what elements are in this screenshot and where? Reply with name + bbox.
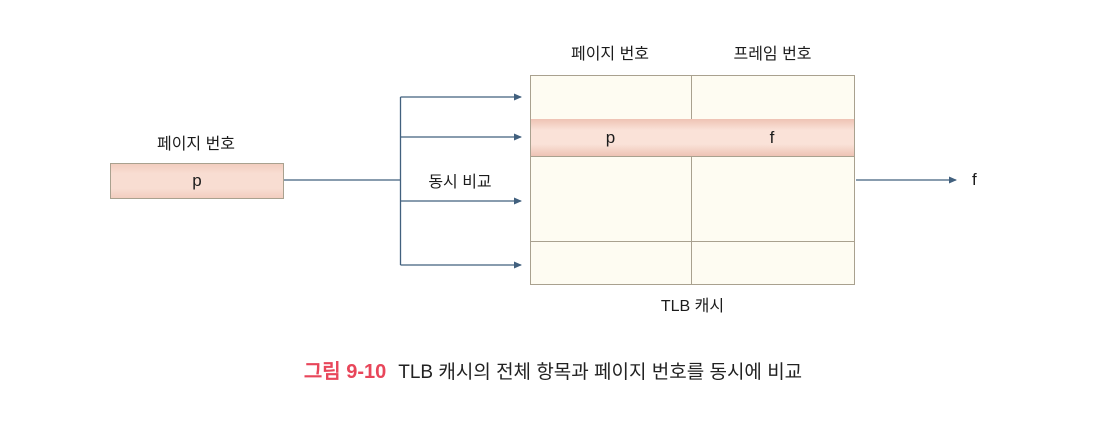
tlb-cache-label: TLB 캐시: [660, 298, 725, 315]
figure-caption: 그림 9-10 TLB 캐시의 전체 항목과 페이지 번호를 동시에 비교: [0, 355, 1106, 384]
matched-row: p f: [531, 119, 854, 156]
compare-label: 동시 비교: [428, 174, 492, 191]
table-row-line-2: [531, 156, 854, 157]
figure-caption-tag: 그림 9-10: [303, 361, 387, 383]
table-header-page-number: 페이지 번호: [570, 46, 650, 63]
page-number-box: p: [110, 163, 284, 199]
table-row-line-3: [531, 241, 854, 242]
page-number-value: p: [192, 171, 202, 190]
matched-page-cell: p: [605, 127, 616, 147]
table-header-frame-number: 프레임 번호: [733, 46, 812, 63]
output-frame-value: f: [972, 170, 977, 189]
table-column-divider: [691, 76, 692, 284]
tlb-table: p f: [530, 75, 855, 285]
figure-caption-text: TLB 캐시의 전체 항목과 페이지 번호를 동시에 비교: [398, 362, 803, 383]
matched-frame-cell: f: [769, 127, 775, 147]
left-page-number-label: 페이지 번호: [156, 136, 236, 153]
